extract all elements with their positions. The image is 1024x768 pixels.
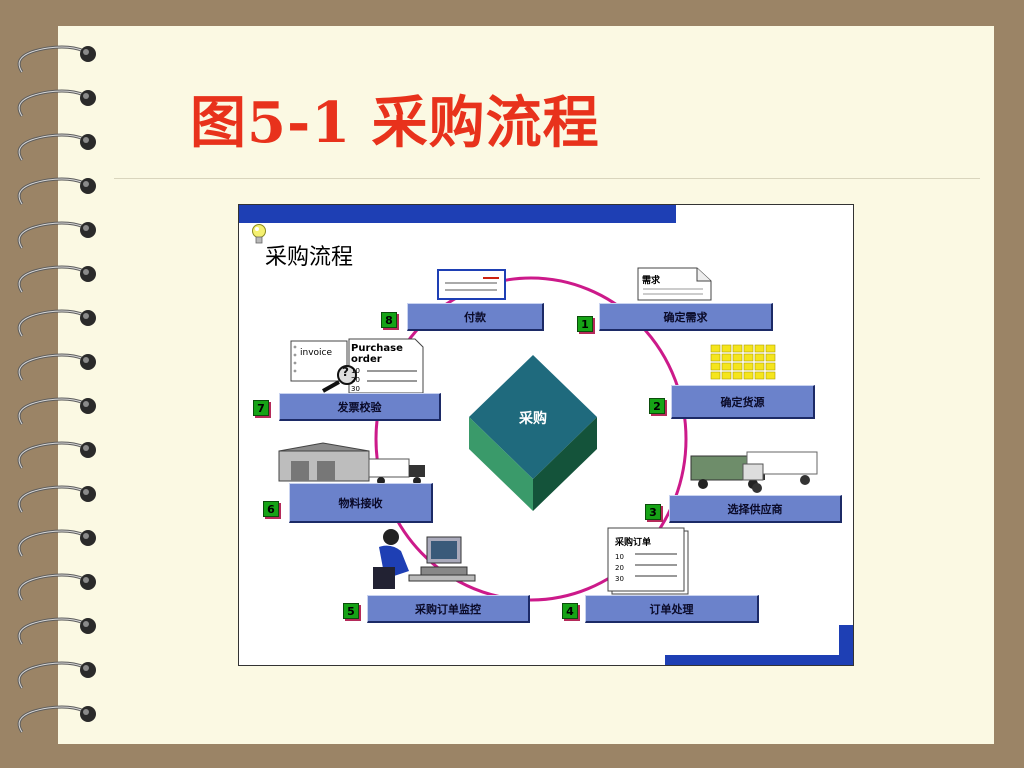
cycle-ring bbox=[374, 276, 688, 602]
stage-8-number: 8 bbox=[381, 312, 397, 328]
warehouse-icon bbox=[278, 442, 425, 485]
top-accent-bar bbox=[239, 205, 676, 223]
sourcing-grid-cell bbox=[721, 353, 732, 362]
process-diagram-panel: 采购流程 采购 需求 bbox=[238, 204, 854, 666]
sourcing-grid-cell bbox=[754, 371, 765, 380]
stage-7-box: 发票校验 bbox=[279, 393, 441, 421]
sourcing-grid-cell bbox=[743, 371, 754, 380]
purchase-order-label-2: order bbox=[351, 354, 382, 365]
requirement-document-icon bbox=[637, 267, 712, 301]
stage-8-label: 付款 bbox=[464, 310, 486, 324]
spiral-ring bbox=[17, 485, 85, 513]
stage-4-label: 订单处理 bbox=[649, 602, 694, 616]
invoice-verification-icon bbox=[290, 338, 424, 394]
stage-2-label: 确定货源 bbox=[720, 395, 765, 409]
sourcing-grid-cell bbox=[721, 371, 732, 380]
sourcing-grid-cell bbox=[732, 371, 743, 380]
stage-7-number: 7 bbox=[253, 400, 269, 416]
po-line-10: 10 bbox=[615, 553, 624, 561]
po-doc-title: 采购订单 bbox=[615, 538, 652, 548]
stage-3-number: 3 bbox=[645, 504, 661, 520]
stage-5-box: 采购订单监控 bbox=[367, 595, 530, 623]
center-diamond bbox=[469, 355, 597, 511]
purchase-order-document-icon bbox=[607, 527, 689, 595]
stage-2-number: 2 bbox=[649, 398, 665, 414]
stage-3-label: 选择供应商 bbox=[727, 502, 783, 516]
sourcing-grid-cell bbox=[765, 353, 776, 362]
spiral-ring bbox=[17, 265, 85, 293]
payment-check-icon bbox=[437, 269, 506, 300]
requirement-doc-label: 需求 bbox=[642, 276, 661, 286]
spiral-ring bbox=[17, 705, 85, 733]
question-mark: ? bbox=[342, 365, 349, 379]
stage-1-box: 确定需求 bbox=[599, 303, 773, 331]
spiral-binding bbox=[17, 45, 96, 733]
sourcing-grid-cell bbox=[710, 344, 721, 353]
sourcing-grid-cell bbox=[721, 344, 732, 353]
stage-1-label: 确定需求 bbox=[663, 310, 708, 324]
stage-6-label: 物料接收 bbox=[338, 496, 383, 510]
sourcing-grid-cell bbox=[765, 362, 776, 371]
stage-4-number: 4 bbox=[562, 603, 578, 619]
sourcing-grid-cell bbox=[710, 362, 721, 371]
spiral-ring bbox=[17, 617, 85, 645]
spiral-ring bbox=[17, 89, 85, 117]
sourcing-grid-cell bbox=[732, 344, 743, 353]
stage-6-box: 物料接收 bbox=[289, 483, 433, 523]
po-line-20: 20 bbox=[615, 564, 624, 572]
sourcing-grid-cell bbox=[765, 371, 776, 380]
sourcing-grid-cell bbox=[765, 344, 776, 353]
supplier-trucks-icon bbox=[690, 451, 818, 493]
diagram-title: 采购流程 bbox=[265, 245, 354, 270]
operator-computer-icon bbox=[373, 529, 476, 589]
sourcing-grid-icon bbox=[710, 344, 776, 380]
stage-8-box: 付款 bbox=[407, 303, 544, 331]
stage-2-box: 确定货源 bbox=[671, 385, 815, 419]
purchase-order-label-1: Purchase bbox=[351, 343, 403, 354]
sourcing-grid-cell bbox=[754, 344, 765, 353]
spiral-ring bbox=[17, 661, 85, 689]
sourcing-grid-cell bbox=[732, 353, 743, 362]
po-line-30: 30 bbox=[615, 575, 624, 583]
invoice-label: invoice bbox=[300, 348, 333, 358]
sourcing-grid-cell bbox=[710, 371, 721, 380]
stage-1-number: 1 bbox=[577, 316, 593, 332]
bottom-accent-bar bbox=[665, 655, 853, 665]
title-divider bbox=[114, 178, 980, 179]
invoice-line-20: 20 bbox=[351, 376, 360, 384]
sourcing-grid-cell bbox=[754, 362, 765, 371]
stage-7-label: 发票校验 bbox=[337, 400, 382, 414]
spiral-ring bbox=[17, 309, 85, 337]
invoice-line-30: 30 bbox=[351, 385, 360, 393]
spiral-ring bbox=[17, 397, 85, 425]
center-label: 采购 bbox=[519, 411, 547, 427]
cycle-graphic bbox=[374, 276, 688, 602]
slide-title: 图5-1 采购流程 bbox=[190, 90, 600, 156]
stage-6-number: 6 bbox=[263, 501, 279, 517]
spiral-ring bbox=[17, 45, 85, 73]
sourcing-grid-cell bbox=[743, 344, 754, 353]
spiral-ring bbox=[17, 133, 85, 161]
sourcing-grid-cell bbox=[754, 353, 765, 362]
stage-4-box: 订单处理 bbox=[585, 595, 759, 623]
sourcing-grid-cell bbox=[743, 362, 754, 371]
sourcing-grid-cell bbox=[732, 362, 743, 371]
sourcing-grid-cell bbox=[710, 353, 721, 362]
sourcing-grid-cell bbox=[721, 362, 732, 371]
spiral-ring bbox=[17, 353, 85, 381]
stage-3-box: 选择供应商 bbox=[669, 495, 842, 523]
invoice-line-10: 10 bbox=[351, 367, 360, 375]
spiral-ring bbox=[17, 529, 85, 557]
spiral-ring bbox=[17, 441, 85, 469]
lightbulb-icon bbox=[252, 224, 266, 244]
spiral-ring bbox=[17, 177, 85, 205]
right-accent-bar bbox=[839, 625, 853, 665]
spiral-ring bbox=[17, 221, 85, 249]
stage-5-label: 采购订单监控 bbox=[415, 602, 481, 616]
sourcing-grid-cell bbox=[743, 353, 754, 362]
spiral-ring bbox=[17, 573, 85, 601]
stage-5-number: 5 bbox=[343, 603, 359, 619]
